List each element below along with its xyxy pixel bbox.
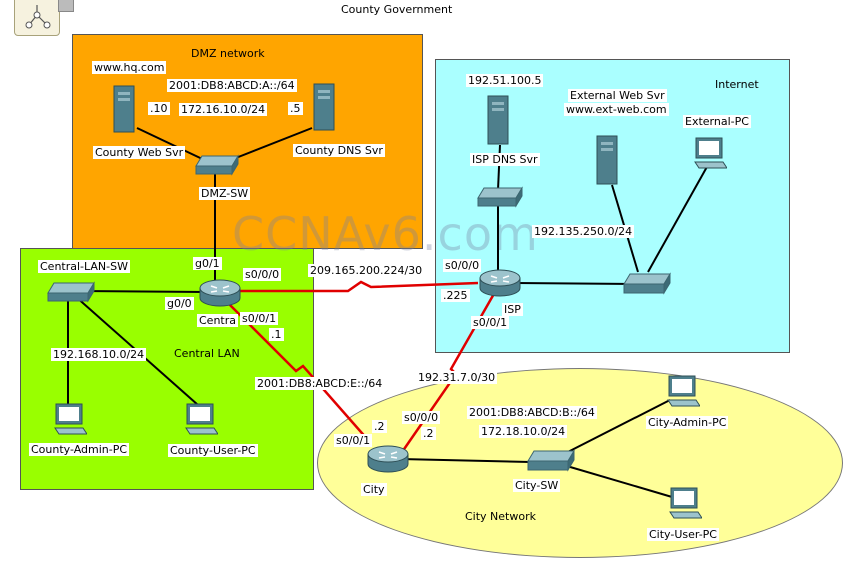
web-host-label: .10 [148,102,170,115]
link-ispdns-ispsw [497,144,501,191]
county-web-server-label: County Web Svr [93,146,186,159]
city-ipv4-label: 172.18.10.0/24 [479,425,568,438]
central-lan-label: Central LAN [174,347,240,360]
g0-0-label: g0/0 [165,297,194,310]
dmz-ipv4-label: 172.16.10.0/24 [179,103,268,116]
city-s001-label: s0/0/1 [334,434,373,447]
topology-icon [25,5,51,29]
city-s000-label: s0/0/0 [402,411,441,424]
isp-switch-icon[interactable] [476,186,524,208]
central-lan-net-label: 192.168.10.0/24 [51,348,147,361]
county-dns-server-label: County DNS Svr [293,144,385,157]
link-citysw-cityadmin [559,399,671,457]
external-web-server-icon[interactable] [595,134,621,186]
county-user-pc-icon[interactable] [184,402,218,438]
central-s001-label: s0/0/1 [240,312,279,325]
city-switch-label: City-SW [513,479,561,492]
central-lan-switch-icon[interactable] [46,281,96,303]
central-router-label: Centra [197,314,238,327]
dmz-switch-icon[interactable] [194,154,240,176]
link-central-isp [236,280,479,293]
county-admin-pc-icon[interactable] [53,402,87,438]
external-pc-label: External-PC [683,115,751,128]
city-ipv6-label: 2001:DB8:ABCD:B::/64 [467,406,597,419]
ext-web-url-label: www.ext-web.com [564,103,669,116]
city-router-icon[interactable] [365,444,411,474]
diagram-title: County Government [341,3,453,16]
internet-label: Internet [715,78,759,91]
central-lan-switch-label: Central-LAN-SW [38,260,130,273]
city-router-label: City [361,483,387,496]
logical-workspace-icon[interactable] [14,0,60,36]
link-citysw-cityuser [559,463,673,498]
central-host-1-label: .1 [269,328,284,341]
wan3-net-label: 192.31.7.0/30 [416,371,498,384]
city-admin-pc-label: City-Admin-PC [646,416,729,429]
physical-workspace-icon[interactable] [58,0,74,12]
city-admin-pc-icon[interactable] [666,374,700,410]
dmz-switch-label: DMZ-SW [199,187,251,200]
link-centralsw-central [79,290,206,293]
internet-switch-icon[interactable] [622,272,672,296]
isp-host-label: .225 [441,289,470,302]
isp-router-icon[interactable] [477,268,523,298]
wan2-net-label: 2001:DB8:ABCD:E::/64 [255,377,385,390]
city-network-label: City Network [465,510,536,523]
link-central-city [224,299,369,441]
central-router-icon[interactable] [197,278,243,308]
g0-1-label: g0/1 [193,257,222,270]
dns-host-label: .5 [288,102,303,115]
county-user-pc-label: County-User-PC [168,444,258,457]
isp-s001-label: s0/0/1 [471,316,510,329]
isp-dns-server-label: ISP DNS Svr [470,153,540,166]
link-city-citysw [399,458,531,463]
isp-dns-ip-label: 192.51.100.5 [466,74,544,87]
wan1-net-label: 209.165.200.224/30 [308,264,425,277]
external-pc-icon[interactable] [693,136,727,172]
city-switch-icon[interactable] [526,449,576,473]
isp-s000-label: s0/0/0 [443,259,482,272]
dmz-network-label: DMZ network [191,47,265,60]
city-host-2b-label: .2 [421,427,436,440]
city-user-pc-label: City-User-PC [647,528,719,541]
central-s000-label: s0/0/0 [243,268,282,281]
city-host-2a-label: .2 [372,420,387,433]
city-user-pc-icon[interactable] [668,486,702,522]
internet-net-label: 192.135.250.0/24 [532,225,635,238]
county-web-server-icon[interactable] [112,84,136,134]
watermark: CCNAv6.com [232,207,539,261]
www-hq-label: www.hq.com [92,61,167,74]
isp-dns-server-icon[interactable] [486,94,512,146]
link-isp-extsw [514,282,641,285]
link-extpc-extsw [647,164,709,273]
county-admin-pc-label: County-Admin-PC [29,443,130,456]
external-web-server-label: External Web Svr [568,89,667,102]
dmz-ipv6-label: 2001:DB8:ABCD:A::/64 [167,79,297,92]
county-dns-server-icon[interactable] [312,82,336,132]
isp-router-label: ISP [502,303,523,316]
